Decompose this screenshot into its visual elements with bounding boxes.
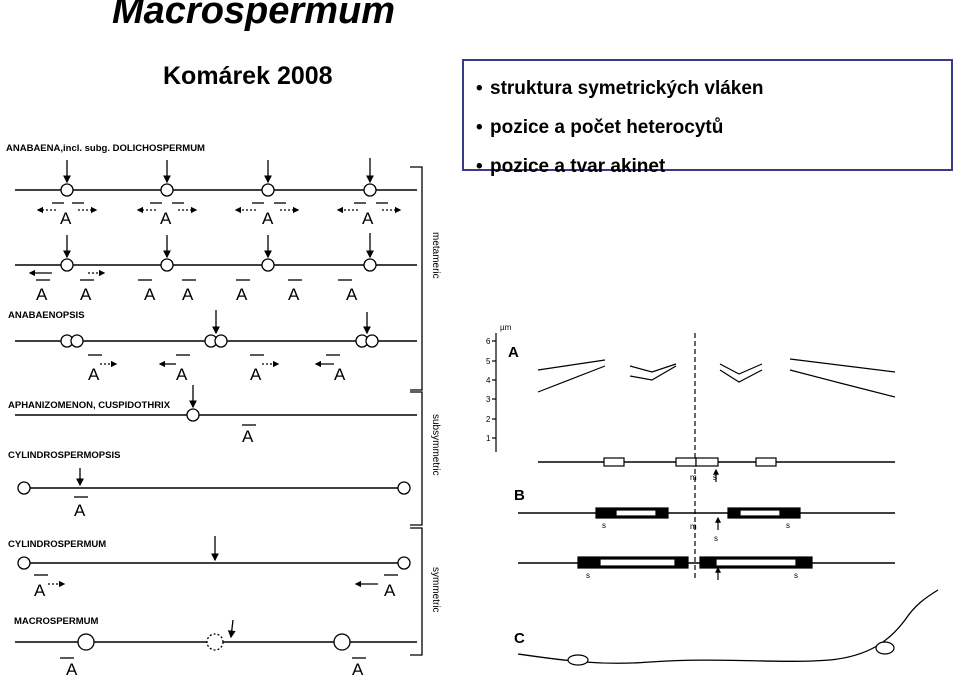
svg-text:A: A xyxy=(262,209,274,228)
criteria-box: •struktura symetrických vláken •pozice a… xyxy=(462,59,953,177)
page-title: Macrospermum xyxy=(112,0,395,32)
svg-text:A: A xyxy=(34,581,46,600)
page-subtitle: Komárek 2008 xyxy=(163,62,333,90)
svg-text:A: A xyxy=(66,660,78,678)
svg-text:5: 5 xyxy=(486,357,491,366)
svg-text:s: s xyxy=(713,473,717,482)
svg-text:A: A xyxy=(250,365,262,384)
scale-unit: µm xyxy=(500,323,512,332)
group-label: symmetric xyxy=(430,567,441,613)
svg-text:m: m xyxy=(690,522,697,531)
svg-text:6: 6 xyxy=(486,337,491,346)
svg-text:A: A xyxy=(334,365,346,384)
svg-text:s: s xyxy=(786,521,790,530)
svg-text:m: m xyxy=(690,473,697,482)
svg-text:A: A xyxy=(36,285,48,304)
genus-label: MACROSPERMUM xyxy=(14,616,99,627)
genus-label: CYLINDROSPERMUM xyxy=(8,539,106,550)
svg-text:A: A xyxy=(176,365,188,384)
svg-text:s: s xyxy=(714,534,718,543)
svg-text:A: A xyxy=(288,285,300,304)
svg-text:s: s xyxy=(794,571,798,580)
svg-text:s: s xyxy=(602,521,606,530)
criteria-item-text: pozice a počet heterocytů xyxy=(490,117,724,138)
svg-text:3: 3 xyxy=(486,395,491,404)
svg-text:A: A xyxy=(60,209,72,228)
svg-text:A: A xyxy=(346,285,358,304)
svg-text:4: 4 xyxy=(486,376,491,385)
svg-text:2: 2 xyxy=(486,415,491,424)
svg-text:A: A xyxy=(182,285,194,304)
genus-label: ANABAENA,incl. subg. DOLICHOSPERMUM xyxy=(6,143,205,154)
criteria-item: •pozice a počet heterocytů xyxy=(476,117,724,138)
svg-text:A: A xyxy=(74,501,86,520)
svg-text:A: A xyxy=(80,285,92,304)
svg-text:1: 1 xyxy=(486,434,491,443)
criteria-item-text: struktura symetrických vláken xyxy=(490,78,764,99)
genus-label: APHANIZOMENON, CUSPIDOTHRIX xyxy=(8,400,171,411)
genus-label: ANABAENOPSIS xyxy=(8,310,85,321)
svg-text:A: A xyxy=(144,285,156,304)
svg-text:A: A xyxy=(362,209,374,228)
svg-text:A: A xyxy=(242,427,254,446)
criteria-item: •pozice a tvar akinet xyxy=(476,156,666,177)
panel-label: B xyxy=(514,487,525,504)
group-label: subsymmetric xyxy=(430,414,441,476)
group-label: metameric xyxy=(430,232,441,279)
svg-text:A: A xyxy=(352,660,364,678)
svg-text:A: A xyxy=(236,285,248,304)
svg-text:A: A xyxy=(160,209,172,228)
criteria-item-text: pozice a tvar akinet xyxy=(490,156,666,177)
criteria-item: •struktura symetrických vláken xyxy=(476,78,764,99)
svg-text:A: A xyxy=(384,581,396,600)
panel-label: A xyxy=(508,344,519,361)
genus-label: CYLINDROSPERMOPSIS xyxy=(8,450,120,461)
panel-label: C xyxy=(514,630,525,647)
svg-text:s: s xyxy=(586,571,590,580)
svg-text:A: A xyxy=(88,365,100,384)
